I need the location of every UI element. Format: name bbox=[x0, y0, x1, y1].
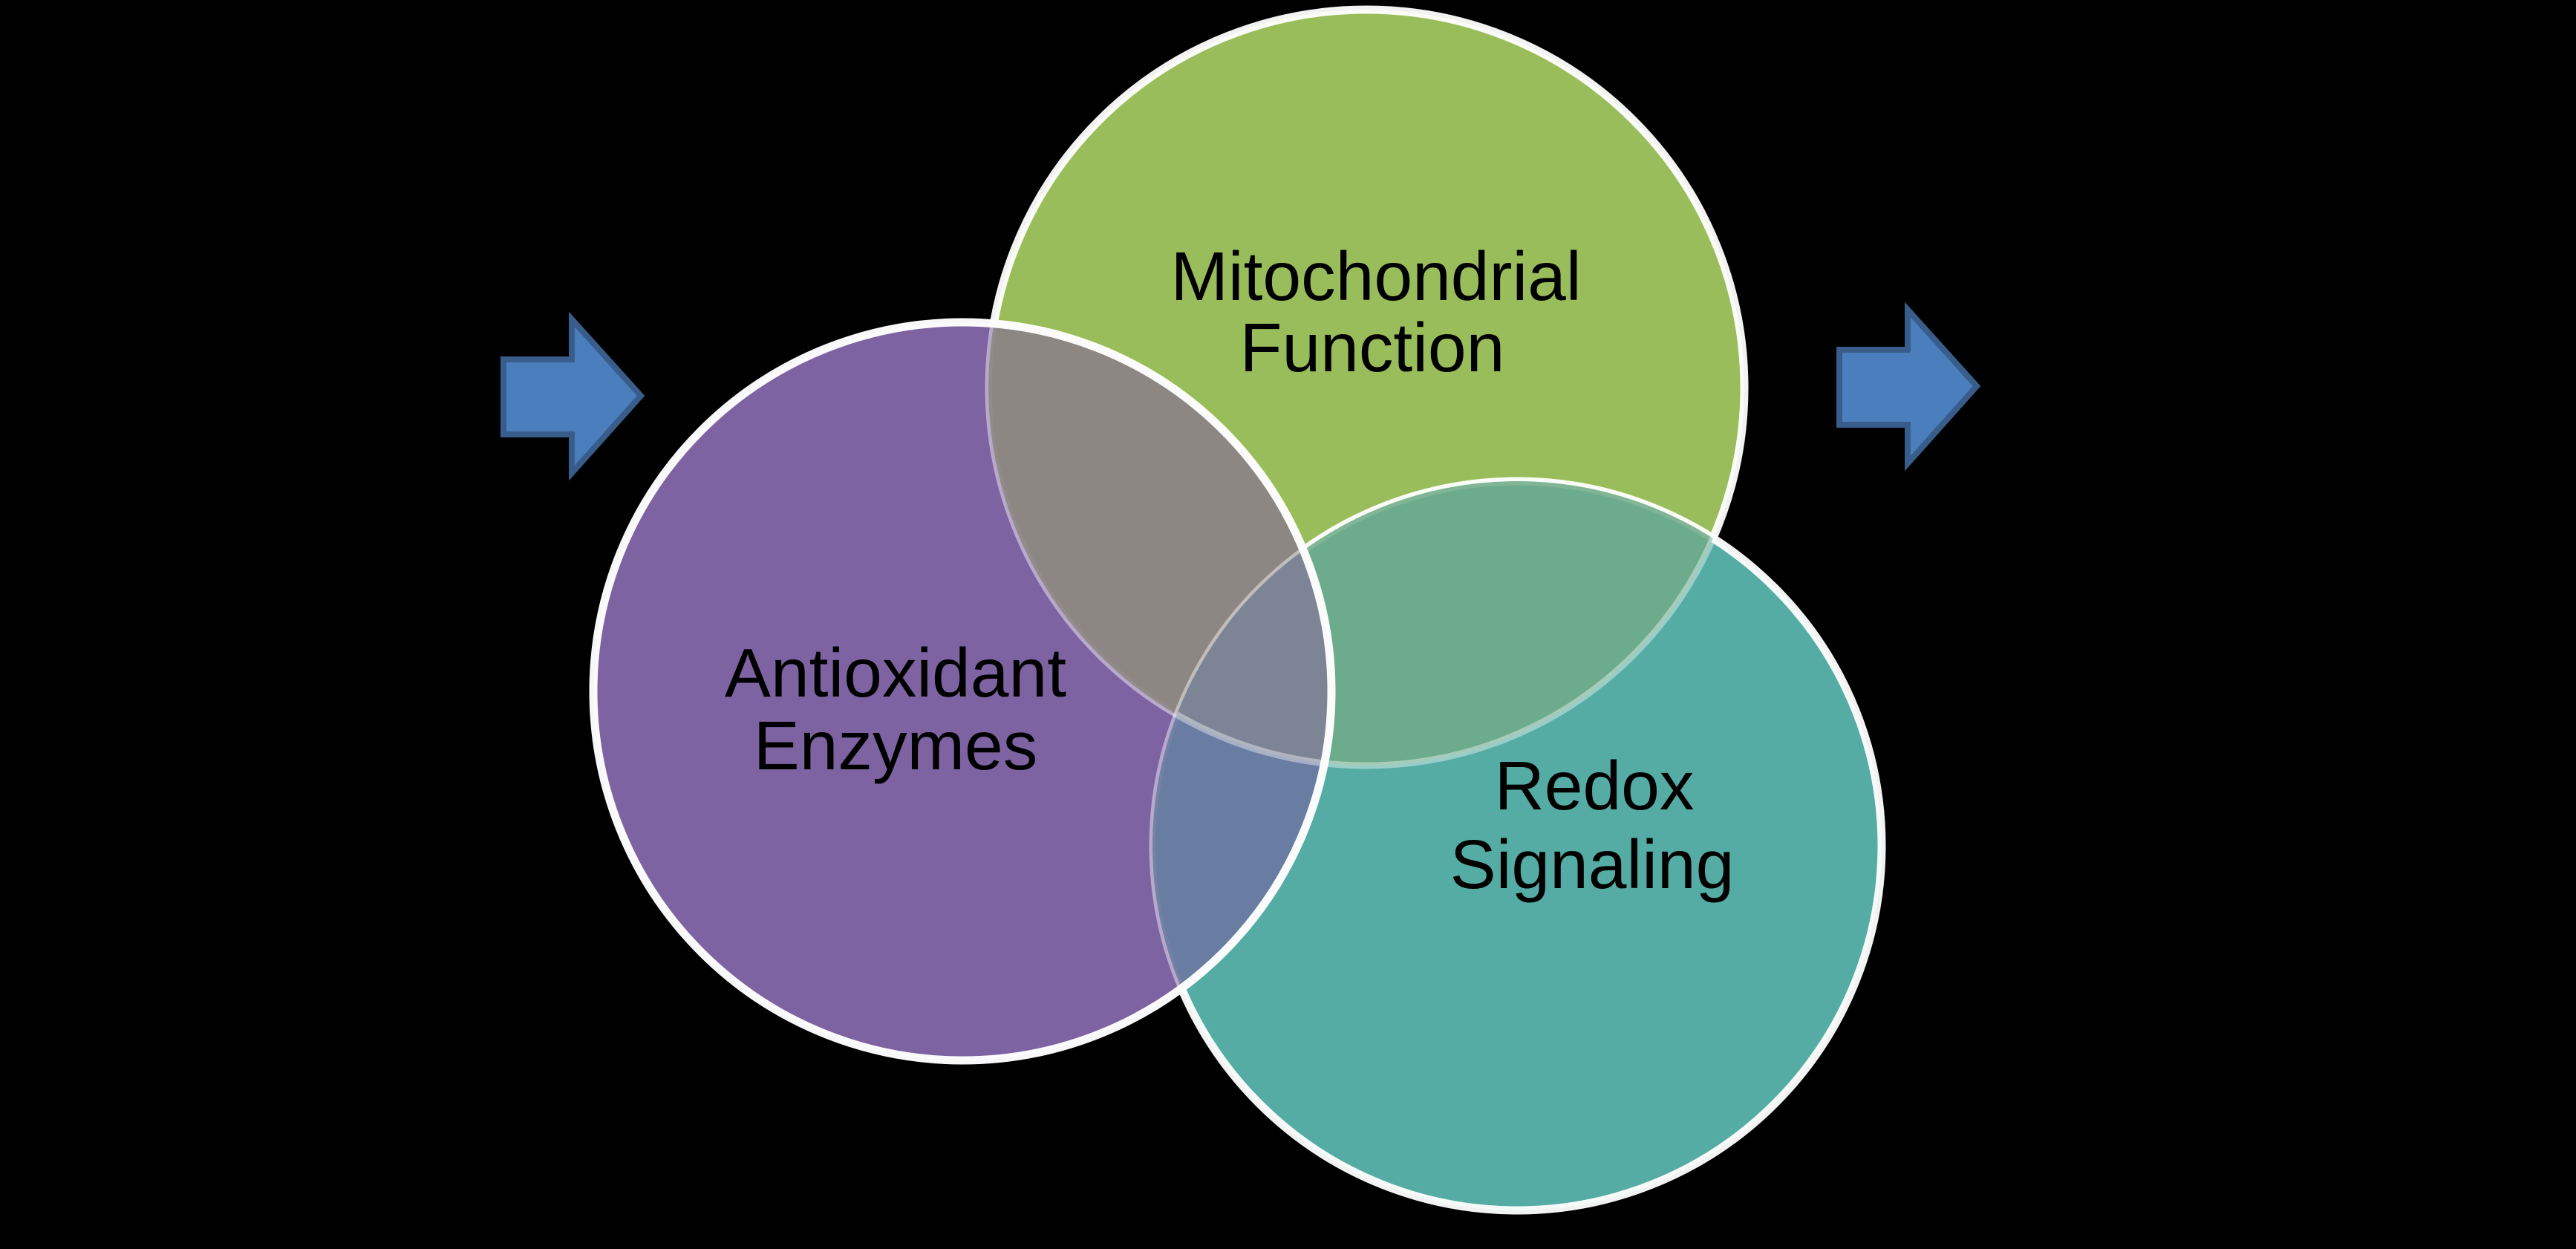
label-antioxidant-line1: Antioxidant bbox=[725, 634, 1066, 711]
label-redox-line2: Signaling bbox=[1450, 826, 1735, 903]
label-mitochondrial-line2: Function bbox=[1240, 309, 1505, 386]
right-right-arrow-icon bbox=[1836, 301, 1981, 472]
circle-mitochondrial-outline-over-redox bbox=[1152, 481, 1748, 769]
label-redox-line1: Redox bbox=[1495, 747, 1695, 824]
label-antioxidant-line2: Enzymes bbox=[754, 707, 1037, 784]
circle-antioxidant-outline bbox=[589, 318, 1336, 1065]
label-mitochondrial-line1: Mitochondrial bbox=[1170, 238, 1581, 315]
left-right-arrow-icon bbox=[500, 311, 645, 481]
overlap-antioxidant-mitochondrial bbox=[988, 322, 1331, 766]
